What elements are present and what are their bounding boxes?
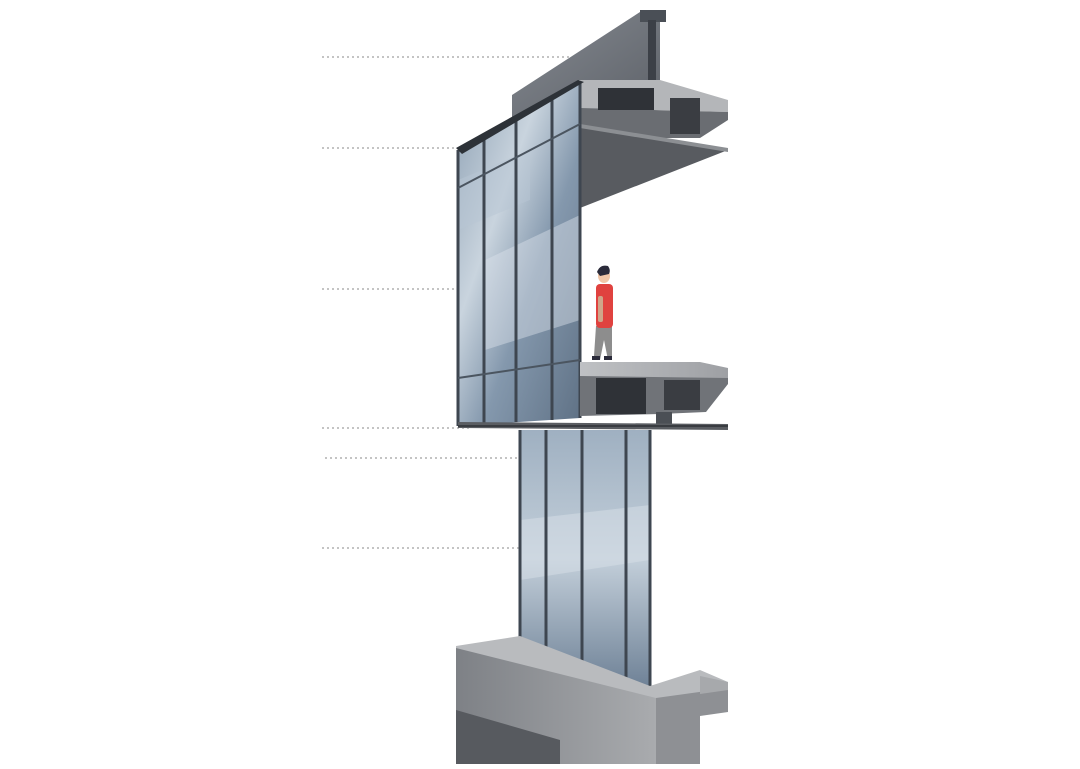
person-legs <box>594 326 612 360</box>
floor-slab-cavity-1 <box>596 378 646 414</box>
upper-transom-2 <box>457 359 581 379</box>
lower-glazing <box>518 430 652 688</box>
person-figure <box>592 265 613 360</box>
upper-transom-1 <box>457 123 581 189</box>
roof-slab-cavity <box>598 88 654 110</box>
person-arm <box>598 296 603 322</box>
floor-slab-cavity-2 <box>664 380 700 410</box>
base-slab-side <box>656 688 728 764</box>
person-shoe-left <box>592 356 600 360</box>
roof-slab-edge <box>580 124 728 152</box>
person-shoe-right <box>604 356 612 360</box>
upper-glazing <box>456 80 584 426</box>
parapet-inner-channel <box>648 20 656 110</box>
base-slab-step <box>700 676 728 694</box>
lower-glass-reflection <box>520 505 650 580</box>
upper-glass-reflection <box>485 215 580 350</box>
lower-mullions <box>518 430 652 688</box>
base-slab <box>456 636 728 764</box>
roof-slab-cavity-2 <box>670 98 700 134</box>
floor-slab <box>458 362 728 430</box>
upper-transoms <box>457 123 581 379</box>
upper-glass-reflection-2 <box>458 150 530 230</box>
person-hair <box>597 265 610 276</box>
parapet-coping <box>640 10 666 22</box>
floor-slab-top <box>580 362 728 378</box>
upper-glazing-cap <box>456 80 584 154</box>
roof-slab <box>580 80 728 208</box>
base-slab-left-face <box>456 710 560 764</box>
